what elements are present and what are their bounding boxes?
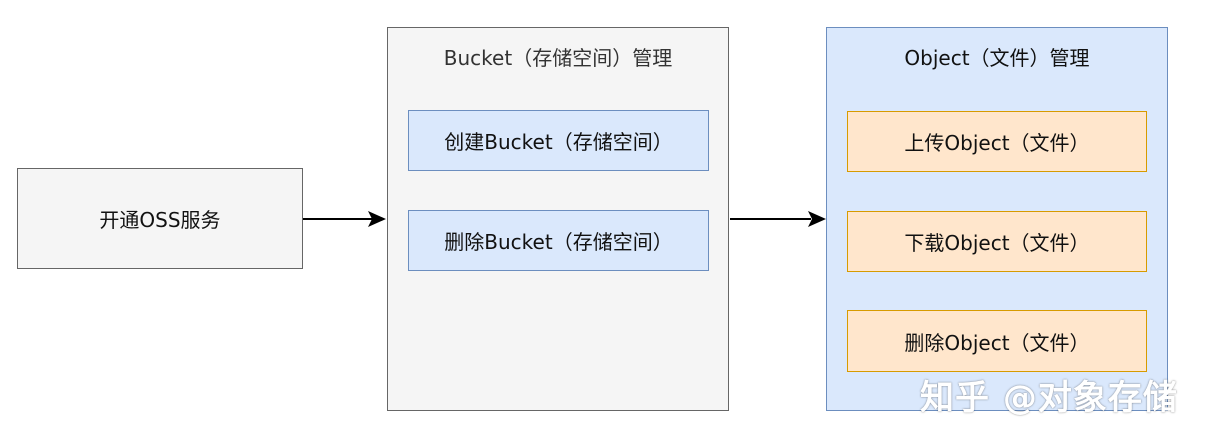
arrowhead [808,211,826,227]
open-oss-service-label: 开通OSS服务 [99,208,221,232]
download-object-label: 下载Object（文件） [904,231,1090,255]
open-oss-service-node: 开通OSS服务 [17,168,303,269]
object-management-title: Object（文件）管理 [904,45,1090,70]
watermark: 知乎 @对象存储 [920,378,1178,418]
delete-object-node: 删除Object（文件） [847,310,1147,372]
delete-object-label: 删除Object（文件） [904,330,1090,355]
create-bucket-label: 创建Bucket（存储空间） [444,130,673,154]
upload-object-node: 上传Object（文件） [847,111,1147,172]
arrow-bucket-to-object [730,211,826,227]
create-bucket-node: 创建Bucket（存储空间） [408,110,709,171]
delete-bucket-label: 删除Bucket（存储空间） [444,230,673,254]
arrow-oss-to-bucket [303,211,386,227]
bucket-management-title: Bucket（存储空间）管理 [443,45,673,70]
arrowhead [368,211,386,227]
download-object-node: 下载Object（文件） [847,211,1147,272]
upload-object-label: 上传Object（文件） [904,131,1090,155]
delete-bucket-node: 删除Bucket（存储空间） [408,210,709,271]
